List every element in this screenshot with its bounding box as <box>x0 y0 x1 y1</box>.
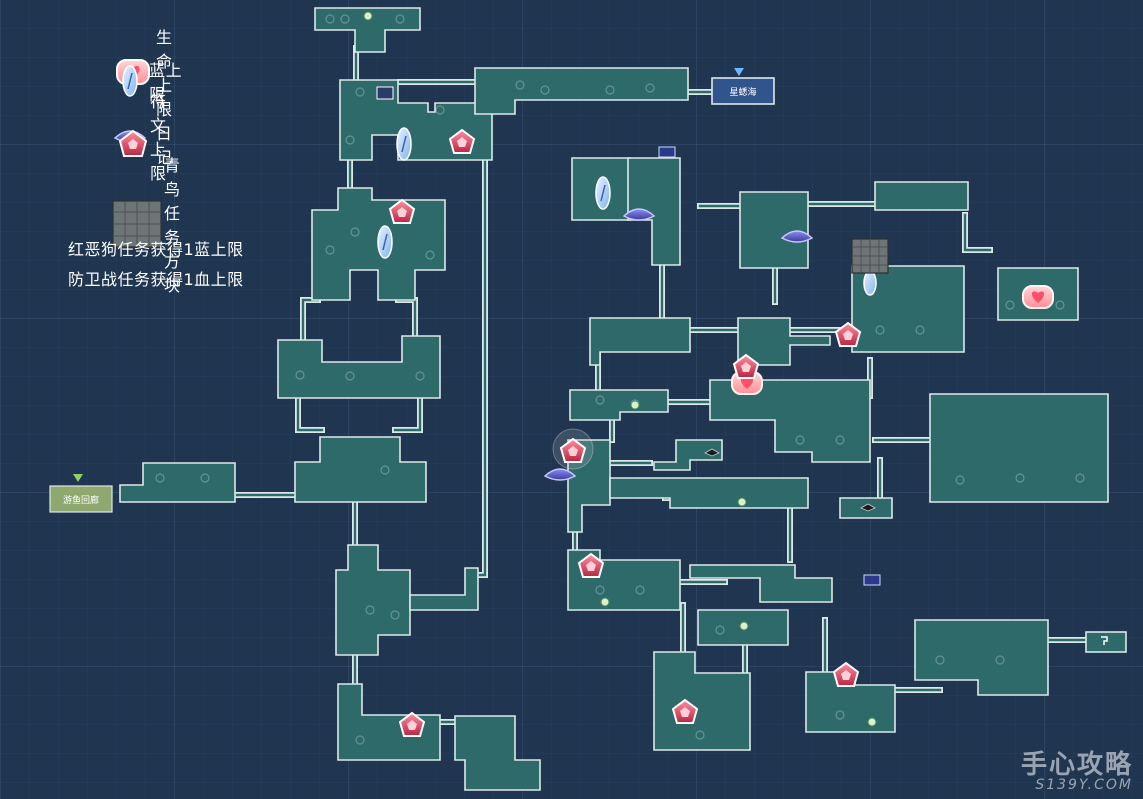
room-mid-band <box>589 317 691 366</box>
rooms <box>49 7 1127 791</box>
room-bottom-stair <box>454 715 541 791</box>
map-markers <box>363 11 1108 737</box>
legend-item-bluebird: 青鸟任务方块 <box>112 152 183 296</box>
diary-gem-icon[interactable] <box>834 321 862 347</box>
legend-item-rune: 符文上限 <box>112 88 183 184</box>
diary-gem-icon[interactable] <box>577 552 605 578</box>
room-decor <box>155 14 1085 745</box>
room-exit-fish-corridor <box>49 485 113 513</box>
exit-label-fish-corridor[interactable]: 游鱼回廊 <box>62 495 99 506</box>
save-point-icon[interactable] <box>600 597 610 607</box>
room-right-lower-left <box>409 567 479 611</box>
rune-icon[interactable] <box>543 468 577 481</box>
bluebird-block-icon[interactable] <box>851 238 889 274</box>
npc-marker-icon[interactable] <box>376 86 394 100</box>
room-rune-middle <box>739 191 809 269</box>
npc-marker-icon[interactable] <box>863 574 881 586</box>
save-point-icon[interactable] <box>737 497 747 507</box>
diary-gem-icon[interactable] <box>398 711 426 737</box>
diary-gem-icon[interactable] <box>732 353 760 379</box>
save-point-icon[interactable] <box>739 621 749 631</box>
room-left-tall <box>335 544 411 656</box>
bluebird-block-icon <box>112 200 162 248</box>
blue-crystal-icon <box>112 65 147 97</box>
room-heart-diary <box>709 379 871 463</box>
watermark-brand: 手心攻略 <box>1020 750 1133 780</box>
room-twin-pillars <box>277 335 441 399</box>
save-point-icon[interactable] <box>630 400 640 410</box>
room-fish-corridor-west <box>119 462 236 503</box>
exit-marker-top <box>734 68 744 76</box>
exit-label-starsea[interactable]: 星蟋海 <box>729 87 757 98</box>
room-left-bottom <box>337 683 441 761</box>
exit-marker-left <box>73 474 83 482</box>
bat-marker-icon[interactable] <box>704 448 720 457</box>
room-small-bat <box>653 439 723 471</box>
blue-crystal-icon[interactable] <box>377 225 393 259</box>
room-top-right-corridor <box>874 181 969 211</box>
legend-label: 青鸟任务方块 <box>164 156 181 295</box>
note-mana: 红恶狗任务获得1蓝上限 <box>68 240 244 259</box>
blue-crystal-icon[interactable] <box>595 176 611 210</box>
watermark-site: S139Y.COM <box>1035 777 1133 793</box>
room-far-right-big <box>929 393 1109 503</box>
room-top-small <box>314 7 421 53</box>
room-long-mid <box>609 477 809 509</box>
save-point-icon[interactable] <box>363 11 373 21</box>
npc-marker-icon[interactable] <box>658 146 676 158</box>
key-marker-icon[interactable] <box>1101 636 1108 645</box>
room-exit-starsea <box>711 77 775 105</box>
room-heart-mid <box>569 389 669 421</box>
rune-icon[interactable] <box>780 230 814 243</box>
legend-label: 生命上限 <box>156 28 173 119</box>
diary-gem-icon <box>112 129 154 159</box>
rune-icon[interactable] <box>622 208 656 221</box>
room-east-long <box>914 619 1049 696</box>
diary-gem-icon[interactable] <box>552 428 594 470</box>
watermark: 手心攻略 S139Y.COM <box>1021 744 1133 793</box>
legend-label: 符文上限 <box>150 92 167 183</box>
heart-crystal-icon[interactable] <box>1022 285 1054 309</box>
room-lower-diary <box>653 651 751 751</box>
diary-gem-icon[interactable] <box>832 661 860 687</box>
room-mid-cross <box>737 317 831 366</box>
blue-crystal-icon[interactable] <box>863 270 877 296</box>
room-rune-shaft <box>627 157 681 266</box>
legend-label: 蓝上限 <box>149 61 183 104</box>
room-block-big <box>851 265 965 353</box>
diary-gem-icon[interactable] <box>671 698 699 724</box>
diary-gem-icon[interactable] <box>388 198 416 224</box>
legend-item-blue: 蓝上限 <box>112 57 183 105</box>
blue-crystal-icon[interactable] <box>396 127 412 161</box>
diary-gem-icon[interactable] <box>448 128 476 154</box>
save-point-icon[interactable] <box>867 717 877 727</box>
note-health: 防卫战任务获得1血上限 <box>68 270 244 289</box>
room-lower-block <box>689 564 833 603</box>
room-top-long <box>474 67 689 115</box>
legend-item-diary: 日记 <box>112 120 183 168</box>
room-exit-east <box>1085 631 1127 653</box>
room-central-hub <box>294 436 427 503</box>
bat-marker-icon[interactable] <box>860 503 876 512</box>
legend-label: 日记 <box>155 124 173 167</box>
